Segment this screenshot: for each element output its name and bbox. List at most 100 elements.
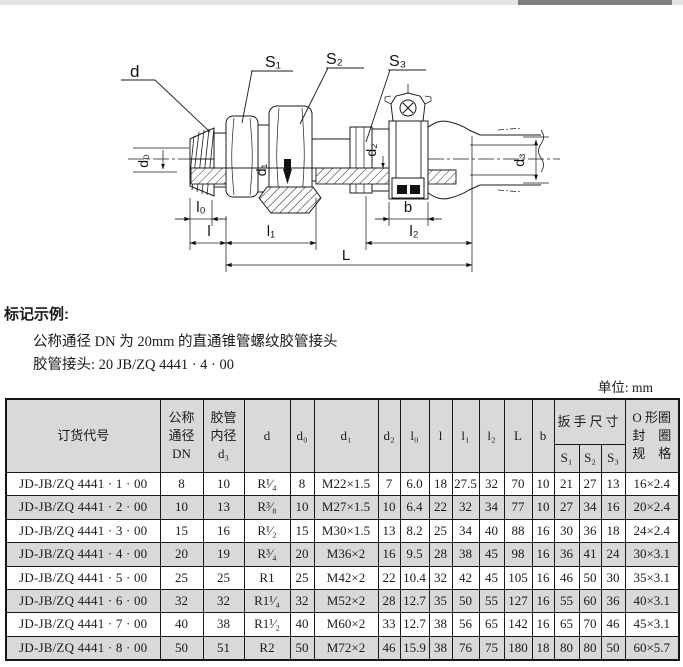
taper-thread-end (189, 127, 215, 197)
diameter-annotations (133, 136, 549, 184)
spec-cell: 16 (531, 542, 555, 567)
spec-cell: 40 (478, 518, 505, 544)
spec-cell: R1 (243, 565, 291, 590)
top-strip (0, 0, 683, 5)
spec-cell: 142 (503, 612, 533, 637)
label-d1: d₁ (253, 163, 269, 176)
spec-cell: 55 (553, 588, 580, 614)
col-header-s3: S₃ (600, 444, 626, 473)
spec-cell: 16 (600, 495, 626, 520)
spec-cell: 40 (289, 612, 315, 637)
col-header-l0: l₀ (399, 398, 430, 473)
order-code-cell: JD-JB/ZQ 4441 · 6 · 00 (5, 588, 161, 614)
leader-lines (121, 67, 426, 143)
spec-cell: 180 (503, 635, 533, 661)
spec-cell: 50 (289, 635, 315, 661)
col-header-d: d (243, 398, 291, 473)
spec-cell: 15.9 (399, 635, 430, 661)
spec-cell: 56 (451, 612, 480, 637)
spec-cell: 38 (202, 612, 245, 637)
col-header-l2: l₂ (478, 398, 505, 473)
spec-cell: 12.7 (399, 588, 430, 614)
col-header-d1: d₁ (313, 398, 379, 473)
spec-cell: R1¹⁄₂ (243, 612, 291, 637)
spec-cell: 10 (159, 495, 204, 520)
spec-cell: 38 (428, 612, 453, 637)
spec-cell: 22 (428, 495, 453, 520)
spec-cell: 105 (503, 565, 533, 590)
spec-cell: 32 (202, 588, 245, 614)
label-s3: S₃ (389, 53, 406, 70)
label-b: b (404, 199, 412, 216)
label-s1: S₁ (265, 54, 281, 71)
label-l1: l₁ (267, 223, 275, 240)
spec-cell: 27 (578, 471, 602, 497)
spec-cell: 60×5.7 (624, 635, 680, 661)
spec-cell: 45 (478, 565, 505, 590)
spec-cell: 27 (553, 495, 580, 520)
spec-cell: 21 (553, 471, 580, 497)
spec-cell: 20 (289, 542, 315, 567)
spec-cell: 12.7 (399, 612, 430, 637)
spec-cell: 25 (159, 565, 204, 590)
spec-cell: R¹⁄₂ (243, 518, 291, 544)
spec-cell: R1¹⁄₄ (243, 588, 291, 614)
spec-cell: 16 (531, 612, 555, 637)
spec-cell: 22 (377, 565, 401, 590)
hex-nut-2 (268, 105, 313, 201)
spec-cell: 6.4 (399, 495, 430, 520)
spec-cell: 13 (202, 495, 245, 520)
spec-cell: 10.4 (399, 565, 430, 590)
col-header-b: b (531, 398, 555, 473)
lower-nut-section (258, 186, 322, 214)
label-l: l (207, 223, 210, 240)
spec-cell: R³⁄₄ (243, 542, 291, 567)
spec-cell: M52×2 (313, 588, 379, 614)
spec-cell: 50 (600, 635, 626, 661)
spec-cell: 127 (503, 588, 533, 614)
dimension-lines (175, 216, 473, 268)
hose (426, 120, 544, 200)
order-code-cell: JD-JB/ZQ 4441 · 1 · 00 (5, 471, 161, 497)
order-code-cell: JD-JB/ZQ 4441 · 5 · 00 (5, 565, 161, 590)
col-header-d0: d₀ (289, 398, 315, 473)
spec-cell: 19 (202, 542, 245, 567)
spec-cell: 16 (202, 518, 245, 544)
spec-cell: 16 (531, 588, 555, 614)
spec-cell: M22×1.5 (313, 471, 379, 497)
label-d: d (130, 62, 139, 81)
label-l0: l₀ (196, 199, 206, 216)
spec-cell: 33 (377, 612, 401, 637)
spec-cell: 20 (159, 542, 204, 567)
spec-cell: 45×3.1 (624, 612, 680, 637)
section-hatch (190, 167, 457, 185)
spec-cell: 98 (503, 542, 533, 567)
spec-cell: 10 (289, 495, 315, 520)
spec-cell: 35 (428, 588, 453, 614)
spec-cell: 80 (553, 635, 580, 661)
spec-cell: M42×2 (313, 565, 379, 590)
spec-cell: 8.2 (399, 518, 430, 544)
col-header-d2: d₂ (377, 398, 401, 473)
spec-cell: 34 (451, 518, 480, 544)
spec-cell: 16 (531, 518, 555, 544)
spec-cell: 75 (478, 635, 505, 661)
spec-cell: 42 (451, 565, 480, 590)
spec-cell: 50 (578, 565, 602, 590)
spec-cell: 10 (202, 471, 245, 497)
spec-cell: R¹⁄₄ (243, 471, 291, 497)
spec-cell: 24×2.4 (624, 518, 680, 544)
d1-pointer (283, 169, 292, 184)
spec-cell: 32 (159, 588, 204, 614)
spec-cell: 16×2.4 (624, 471, 680, 497)
spec-cell: 41 (578, 542, 602, 567)
unit-label: 单位: mm (597, 380, 653, 395)
spec-cell: 25 (202, 565, 245, 590)
spec-cell: 32 (289, 588, 315, 614)
spec-cell: 10 (531, 471, 555, 497)
